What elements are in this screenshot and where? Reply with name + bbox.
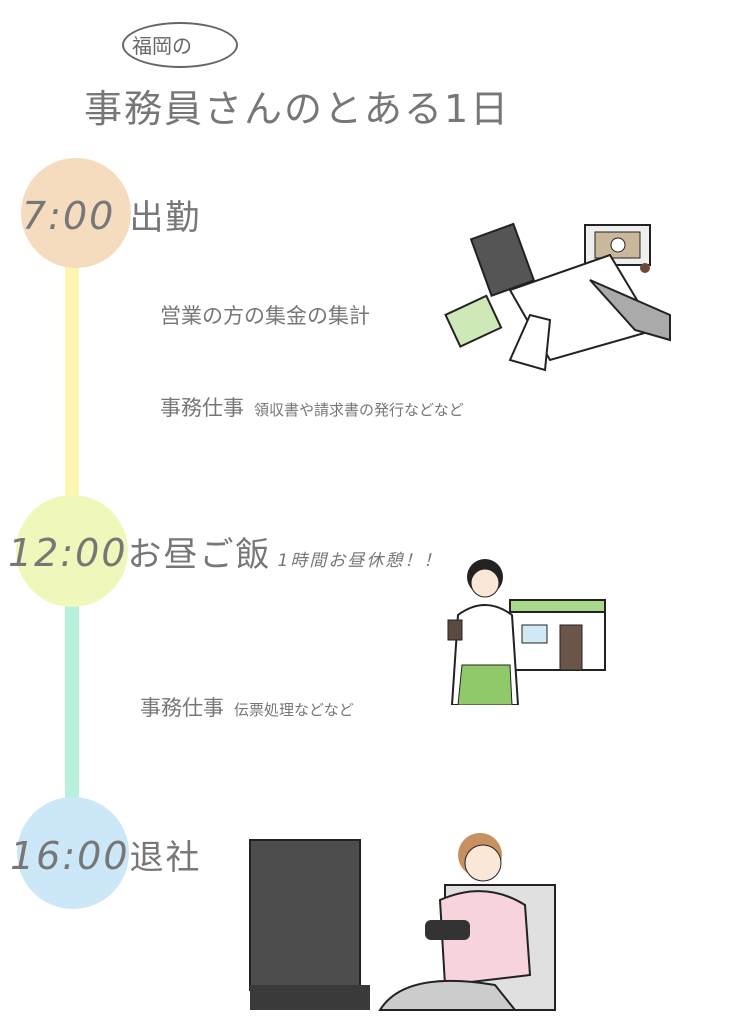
task-office-work-1: 事務仕事領収書や請求書の発行などなど (160, 392, 464, 422)
timeline-line-morning (65, 255, 79, 505)
time-marker-7 (21, 158, 131, 268)
time-marker-16 (17, 797, 129, 909)
time-label: 7:00 (22, 194, 116, 238)
time-label: 16:00 (10, 834, 130, 878)
task-collection: 営業の方の集金の集計 (160, 304, 370, 328)
event-label: お昼ご飯 (127, 535, 272, 575)
time-entry-16: 16:00退社 (10, 830, 202, 879)
event-label: 出勤 (129, 198, 202, 238)
title-bubble (122, 22, 238, 68)
task-detail: 領収書や請求書の発行などなど (254, 401, 464, 419)
task-detail: 伝票処理などなど (234, 701, 354, 719)
time-marker-12 (16, 495, 128, 607)
event-label: 退社 (129, 838, 202, 878)
accounting-illustration (444, 222, 671, 372)
task-title: 事務仕事 (160, 396, 244, 420)
title-bubble-text: 福岡の (132, 34, 192, 58)
task-title: 事務仕事 (140, 696, 224, 720)
event-note: 1時間お昼休憩！！ (277, 551, 443, 571)
page-title: 事務員さんのとある1日 (84, 87, 511, 131)
task-office-work-2: 事務仕事伝票処理などなど (140, 692, 354, 722)
home-gaming-illustration (249, 833, 556, 1011)
timeline-line-afternoon (65, 600, 79, 805)
lunch-illustration (447, 559, 606, 705)
time-entry-7: 7:00 出勤 (22, 190, 201, 239)
time-label: 12:00 (8, 531, 128, 575)
